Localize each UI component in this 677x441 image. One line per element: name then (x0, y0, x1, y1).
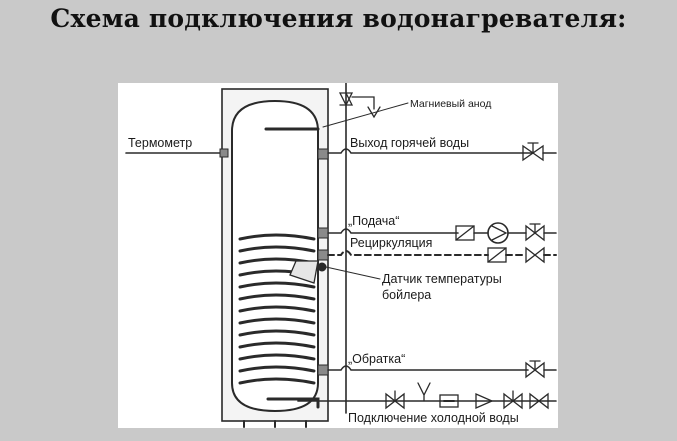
supply-label: „Подача“ (348, 214, 399, 228)
connection-diagram: Магниевый анод Термометр Выход горячей в… (125, 83, 557, 428)
drain-funnel-icon (351, 96, 381, 119)
boiler-feet (243, 420, 307, 428)
cold-check-valve-icon (475, 393, 494, 409)
magnesium-anode-label: Магниевый анод (410, 98, 491, 110)
cold-valve-3-icon (529, 392, 549, 410)
recirculation-label: Рециркуляция (350, 236, 432, 250)
supply-pipe (327, 228, 459, 234)
cold-water-label: Подключение холодной воды (348, 411, 519, 425)
cold-valve-1-icon (385, 390, 405, 410)
recirculation-port (317, 249, 329, 261)
thermometer-port (219, 148, 229, 158)
cold-valve-2-icon (503, 390, 523, 410)
hot-water-pipe (327, 148, 534, 154)
recirculation-pipe (327, 250, 489, 256)
anode-leader (322, 102, 409, 128)
return-port (317, 364, 329, 376)
recirculation-valve-icon (525, 246, 545, 264)
cold-inlet-pipe (266, 397, 320, 409)
sensor-label-line1: Датчик температуры (382, 272, 502, 286)
hot-water-valve-icon (522, 142, 544, 162)
diagram-panel: Магниевый анод Термометр Выход горячей в… (118, 83, 558, 428)
return-pipe (327, 365, 529, 371)
cold-pressure-reducer-icon (439, 394, 459, 408)
return-valve-icon (525, 360, 545, 379)
sensor-leader (325, 266, 381, 280)
supply-port (317, 227, 329, 239)
hot-outlet-port (317, 148, 329, 160)
heating-coil (238, 233, 316, 385)
thermometer-label: Термометр (128, 136, 192, 150)
cold-funnel-icon (417, 382, 431, 402)
safety-valve-icon (338, 92, 354, 107)
hot-water-outlet-label: Выход горячей воды (350, 136, 469, 150)
sensor-well (289, 260, 319, 284)
sensor-label-line2: бойлера (382, 288, 431, 302)
supply-valve-icon (525, 223, 545, 242)
return-label: „Обратка“ (348, 352, 405, 366)
sensor-icon (317, 262, 327, 272)
boiler-tank (231, 99, 319, 413)
page-title: Схема подключения водонагревателя: (50, 4, 627, 33)
